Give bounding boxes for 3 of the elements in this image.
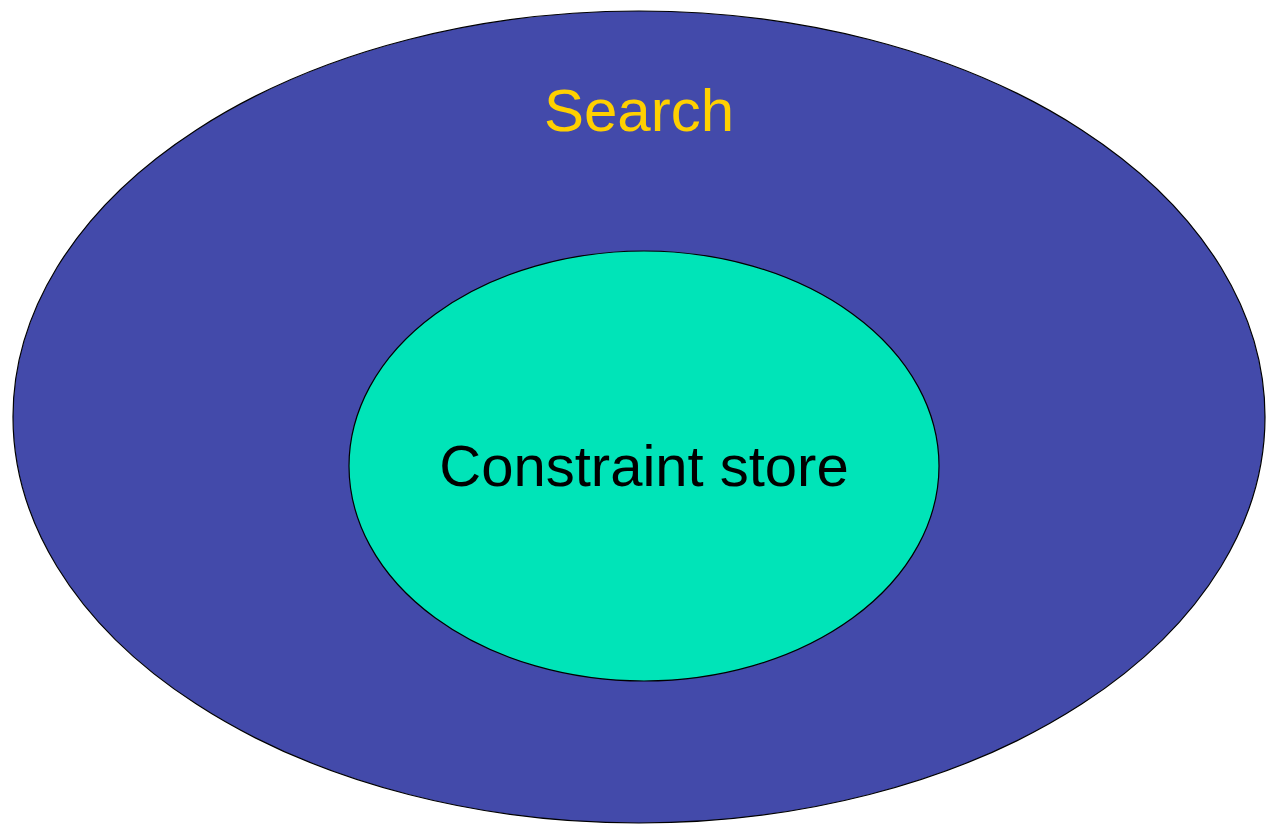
node-label: Constraint store bbox=[439, 434, 849, 498]
group-label: Search bbox=[543, 78, 735, 144]
inner-ellipse bbox=[348, 250, 940, 682]
